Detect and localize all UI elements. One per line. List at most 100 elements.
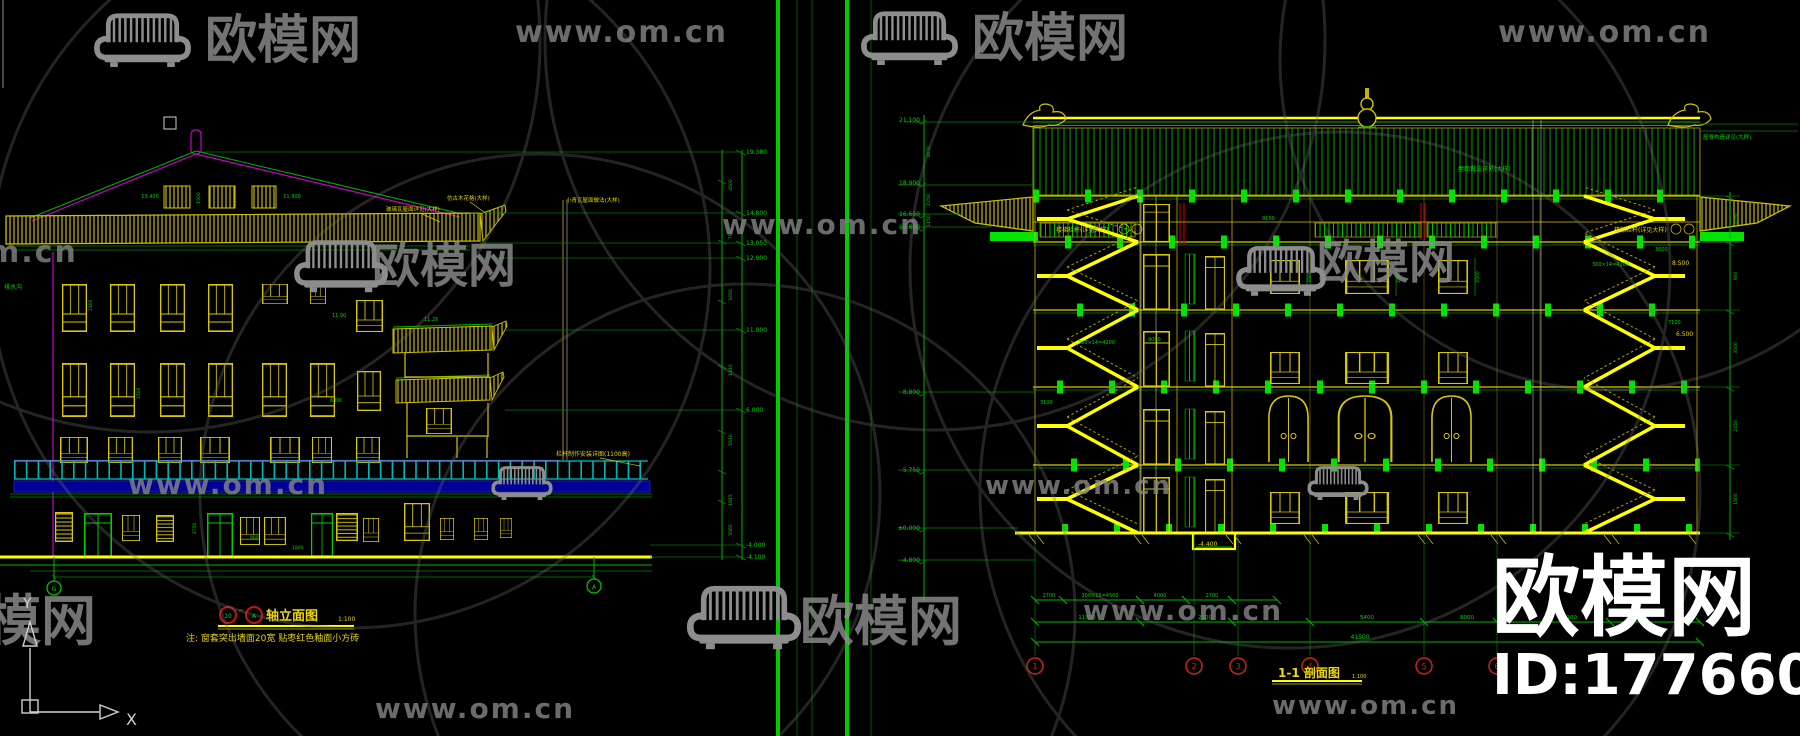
dim-label: 4470: [926, 146, 932, 158]
dim-label: 4500: [728, 179, 734, 191]
elevation-flags: [915, 119, 927, 565]
roof-rafter-band: [1032, 127, 1701, 196]
roof-dormer: [163, 185, 191, 209]
watermark-url: www.om.cn: [1498, 15, 1711, 50]
pagoda-tower: [392, 320, 508, 458]
leader-lines: [419, 201, 641, 467]
roof-dormer: [251, 185, 277, 209]
watermark-brand: 欧模网: [372, 238, 516, 294]
dim-label: 5565: [728, 524, 734, 536]
eave-wing-right: [1699, 196, 1793, 232]
ridge-ornament-left: [1022, 103, 1067, 128]
dim-label: 9000: [1148, 337, 1161, 343]
elevation-label: ±0.000: [898, 525, 920, 532]
grid-number: 6: [1494, 662, 1499, 671]
elevation-label: 19.380: [746, 149, 767, 156]
dim-label: 300×15=4500: [1081, 593, 1118, 599]
left-elevation-drawing: G A 19.380 14.800 13.050 12.900 11.000 6…: [0, 116, 767, 644]
watermark-url-fragment: m.cn: [0, 235, 78, 270]
red-accent-lines: [1179, 203, 1426, 245]
annotation: 仿古木花格(大样): [447, 194, 490, 202]
dim-label: 1150: [926, 215, 932, 227]
watermark-brand: 欧模网: [800, 590, 962, 653]
sofa-logo-icon: [1239, 248, 1323, 296]
ucs-x-arrow: [99, 703, 120, 721]
dim-label: 2500: [1396, 271, 1402, 283]
stair-handrails: [1066, 186, 1656, 525]
grid-number: 4: [1307, 662, 1312, 671]
detail-ref-bubble: [1131, 223, 1143, 235]
drawing-title: 轴立面图: [266, 608, 318, 624]
dim-total: 41500: [1350, 634, 1369, 641]
dim-label: 5510: [728, 434, 734, 446]
bubble-stems: [1034, 535, 1498, 656]
sofa-logo-icon: [690, 589, 798, 649]
ridge-extension-lines: [1700, 123, 1798, 132]
extension-lines: [898, 121, 1035, 561]
watermark-url: www.om.cn: [128, 468, 328, 501]
ucs-x-label: X: [126, 710, 137, 729]
right-drawing-title: 1-1 剖面图 1:100: [1272, 665, 1366, 685]
under-eave-lines: [16, 245, 470, 251]
grid-letter: A: [592, 584, 597, 591]
dim-label: 1815: [728, 494, 734, 506]
dim-label: 5100: [1563, 615, 1577, 621]
stair-note: 楼梯栏杆(详见大样): [1614, 226, 1667, 234]
elevation-label: 5.750: [903, 467, 920, 474]
elevation-label: -4.800: [901, 557, 921, 564]
slab-lines: [1033, 198, 1700, 469]
axis-lines-magenta: [14, 153, 560, 557]
ground-dim-line: [30, 570, 652, 580]
stair-dim: 300×14=4200: [1592, 262, 1629, 268]
grid-bubble-left: G: [46, 557, 62, 596]
eave-beam-left: [990, 232, 1038, 241]
dim-label: 1500: [136, 387, 142, 399]
wall-lines: [1034, 196, 1698, 533]
balustrade-band: [10, 460, 652, 498]
dim-label: 900: [1733, 272, 1739, 281]
annotation: 栏杆制作安装详图(1100高): [556, 450, 630, 458]
watermark-url: www.om.cn: [722, 208, 922, 241]
elevation-label: 18.900: [899, 180, 920, 187]
dim-label: 4000: [1154, 593, 1167, 599]
grid-number: 5: [1421, 662, 1426, 671]
ridge-ornament-right: [1667, 103, 1712, 128]
drawing-scale: 1:100: [1352, 674, 1366, 680]
roof-note: 屋面做法详见(大样): [1458, 165, 1511, 173]
sofa-logo-icon: [97, 16, 188, 67]
extension-lines: [1700, 195, 1740, 534]
watermark-url: www.om.cn: [985, 471, 1172, 501]
dim-label: 2750: [192, 522, 198, 534]
elevation-label: 21.100: [899, 117, 920, 124]
watermark-url: www.om.cn: [515, 15, 728, 50]
dim-label: 11.900: [283, 194, 301, 200]
detail-ref-bubble: [1118, 223, 1130, 235]
foundation-hatch: [1028, 534, 1697, 545]
watermark-brand: 欧模网: [972, 9, 1128, 69]
railing-band: [1314, 222, 1422, 238]
window-row-1: [62, 284, 383, 332]
dim-label: 2500: [1307, 271, 1313, 283]
wall-lines-2: [1309, 196, 1541, 533]
bottom-dim-lines: [1035, 599, 1700, 643]
watermark-brand-partial: 模网: [0, 589, 96, 653]
dim-label: 2300: [1198, 615, 1212, 621]
sofa-logo-icon: [864, 14, 955, 65]
sofa-logo-icon: [491, 465, 553, 502]
ucs-axis-icon: Y X: [21, 596, 137, 729]
roof-finial: [190, 129, 202, 155]
dim-label: 3500: [1733, 342, 1739, 354]
dim-label: 2700: [1206, 593, 1219, 599]
level-mark: 8.500: [1672, 260, 1689, 267]
level-mark: 11.00: [332, 313, 346, 319]
stair-dim: 300×14=4200: [1078, 340, 1115, 346]
ucs-y-arrow: [22, 619, 38, 647]
roof-dormer: [208, 185, 236, 209]
watermark-url: www.om.cn: [1083, 594, 1283, 627]
dim-label: 1500: [196, 192, 202, 204]
eave-upturn-right: [479, 204, 507, 243]
dim-label: 2450: [1733, 420, 1739, 432]
stair-flights: [1066, 194, 1656, 535]
watermark-url: www.om.cn: [1272, 691, 1459, 721]
dim-label: 3100: [1040, 400, 1053, 406]
